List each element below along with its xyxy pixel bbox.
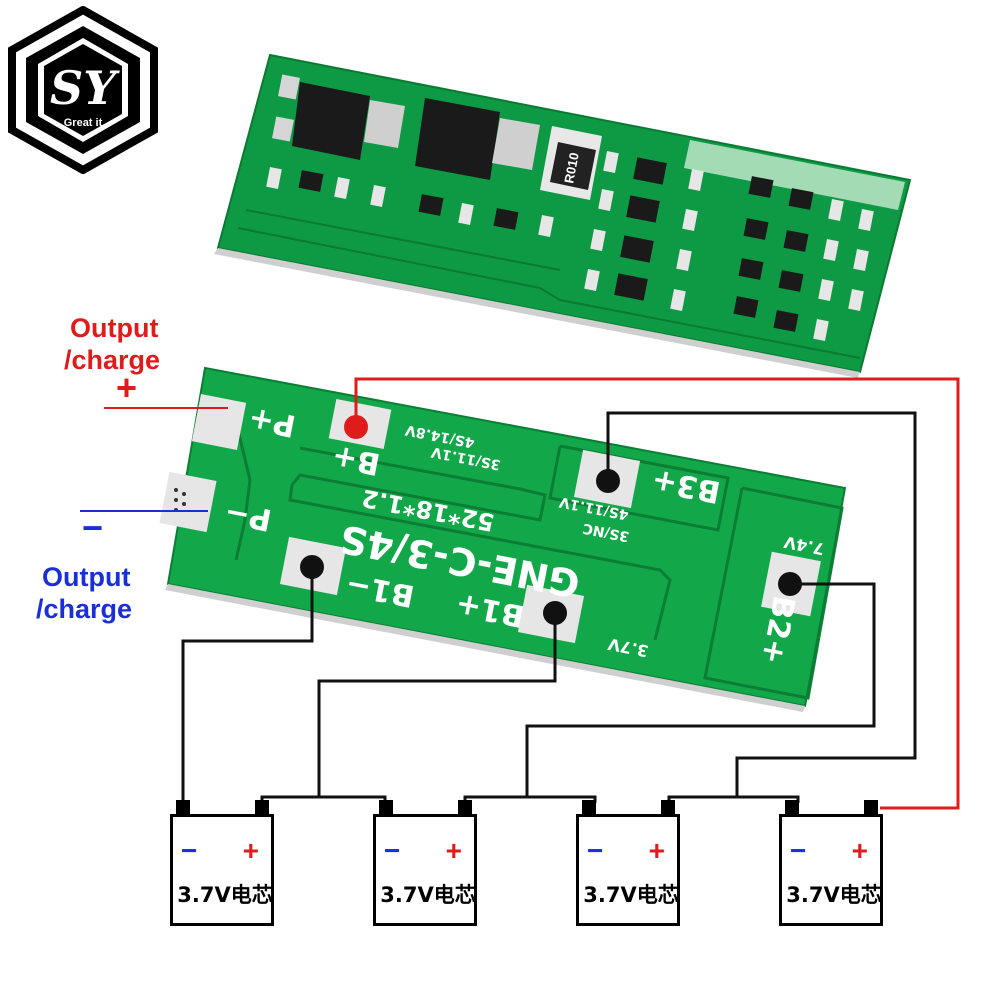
resistor-marking: R010: [561, 151, 582, 184]
bridge-1-2: [260, 795, 387, 803]
battery-minus-terminal: [176, 800, 190, 816]
wire-b1-minus: [181, 567, 314, 803]
battery-minus-terminal: [582, 800, 596, 816]
battery-body: − + 3.7V电芯: [779, 814, 883, 926]
battery-body: − + 3.7V电芯: [576, 814, 680, 926]
main-pcb-traces: [234, 429, 844, 700]
output-plus-label: Output /charge: [64, 312, 160, 376]
pad-p-minus: [159, 471, 217, 533]
battery-label: 3.7V电芯: [786, 883, 882, 907]
battery-cell-4: − + 3.7V电芯: [779, 800, 887, 928]
battery-body: − + 3.7V电芯: [373, 814, 477, 926]
battery-plus-sign: +: [648, 835, 665, 866]
battery-label: 3.7V电芯: [380, 883, 476, 907]
wire-b3-plus: [606, 411, 917, 797]
battery-minus-sign: −: [790, 835, 807, 866]
dot-b2-plus: [778, 572, 802, 596]
output-minus-sub: /charge: [36, 594, 133, 624]
battery-cell-1: − + 3.7V电芯: [170, 800, 278, 928]
pad-p-plus: [191, 394, 247, 450]
battery-label: 3.7V电芯: [583, 883, 679, 907]
battery-plus-sign: +: [445, 835, 462, 866]
output-minus-label: Output /charge: [36, 561, 132, 625]
battery-minus-sign: −: [587, 835, 604, 866]
plus-sign: +: [116, 367, 138, 408]
wire-b1-plus: [317, 613, 557, 797]
wire-b-plus: [354, 377, 960, 810]
dot-b1-plus: [543, 601, 567, 625]
battery-plus-sign: +: [242, 835, 259, 866]
battery-minus-sign: −: [181, 835, 198, 866]
via-dots: [174, 488, 186, 512]
smd-components: [298, 157, 814, 332]
output-plus-sub: /charge: [64, 345, 161, 375]
battery-plus-terminal: [661, 800, 675, 816]
battery-cell-3: − + 3.7V电芯: [576, 800, 684, 928]
output-minus-title: Output: [42, 562, 131, 592]
output-plus-title: Output: [70, 313, 159, 343]
mosfet-left: [292, 82, 405, 160]
wire-b2-plus: [525, 582, 876, 797]
battery-minus-terminal: [379, 800, 393, 816]
battery-plus-terminal: [864, 800, 878, 816]
battery-plus-terminal: [458, 800, 472, 816]
dot-b3-plus: [596, 469, 620, 493]
battery-plus-terminal: [255, 800, 269, 816]
top-pcb: R010: [214, 53, 912, 378]
battery-minus-sign: −: [384, 835, 401, 866]
dot-b1-minus: [300, 555, 324, 579]
pcb-traces: [237, 209, 861, 359]
logo-letters: SY: [50, 61, 120, 115]
sy-logo: SY Great it: [8, 6, 158, 174]
battery-cell-2: − + 3.7V电芯: [373, 800, 481, 928]
main-pcb: P+ P− B+ 4S/14.8V 3S/11.1V 52*18*1.2 GNE…: [159, 366, 847, 712]
battery-body: − + 3.7V电芯: [170, 814, 274, 926]
minus-sign: −: [82, 507, 104, 548]
logo-tagline: Great it: [64, 117, 103, 129]
mosfet-right: [415, 98, 540, 180]
battery-minus-terminal: [785, 800, 799, 816]
smd-passives: [266, 151, 874, 341]
battery-label: 3.7V电芯: [177, 883, 273, 907]
dot-b-plus: [344, 415, 368, 439]
shunt-resistor: R010: [540, 126, 602, 200]
battery-plus-sign: +: [851, 835, 868, 866]
